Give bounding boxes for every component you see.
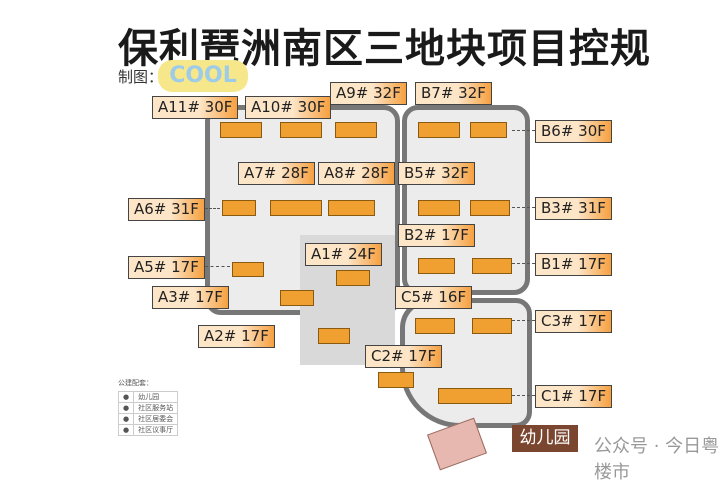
building (270, 200, 322, 216)
leader-line (512, 130, 535, 131)
label-b1: B1# 17F (535, 253, 612, 276)
label-c2: C2# 17F (365, 345, 443, 368)
building (222, 200, 256, 216)
leader-line (512, 395, 535, 396)
label-a6: A6# 31F (128, 198, 205, 221)
building (418, 200, 460, 216)
credit-label: 制图： (118, 68, 164, 86)
building (280, 122, 322, 138)
label-b6: B6# 30F (535, 120, 612, 143)
label-a8: A8# 28F (318, 162, 395, 185)
legend-heading: 公建配套： (118, 379, 153, 387)
watermark: 公众号 · 今日粤楼市 (594, 436, 720, 483)
label-c3: C3# 17F (535, 310, 613, 333)
building (335, 122, 377, 138)
building (472, 258, 512, 274)
label-b5: B5# 32F (398, 162, 475, 185)
building (470, 200, 510, 216)
legend-item: 社区服务站 (133, 402, 179, 414)
building (418, 258, 455, 274)
label-a3: A3# 17F (152, 286, 229, 309)
label-a9: A9# 32F (330, 82, 407, 105)
building (415, 318, 455, 334)
building (470, 122, 507, 138)
building (220, 122, 262, 138)
label-b2: B2# 17F (398, 224, 475, 247)
leader-line (512, 320, 535, 321)
building (438, 388, 512, 404)
leader-line (205, 266, 230, 267)
leader-line (205, 208, 220, 209)
label-b3: B3# 31F (535, 197, 612, 220)
label-a7: A7# 28F (238, 162, 315, 185)
cool-logo: COOL (158, 60, 248, 92)
building (418, 122, 460, 138)
kindergarten-label: 幼儿园 (512, 425, 578, 452)
facility-legend: 公建配套： ●幼儿园 ●社区服务站 ●社区居委会 ●社区议事厅 (117, 378, 179, 436)
building (318, 328, 350, 344)
building (378, 372, 414, 388)
label-a2: A2# 17F (198, 325, 275, 348)
building (328, 200, 375, 216)
label-a10: A10# 30F (245, 96, 332, 119)
label-c1: C1# 17F (535, 385, 613, 408)
label-a5: A5# 17F (128, 256, 205, 279)
label-b7: B7# 32F (415, 82, 492, 105)
leader-line (512, 207, 535, 208)
building (280, 290, 314, 306)
legend-item: 幼儿园 (133, 391, 179, 403)
building (336, 270, 370, 286)
legend-item: 社区议事厅 (133, 424, 179, 436)
legend-item: 社区居委会 (133, 413, 179, 425)
label-a11: A11# 30F (152, 96, 239, 119)
leader-line (512, 263, 535, 264)
building (232, 262, 264, 277)
label-a1: A1# 24F (305, 243, 382, 266)
label-c5: C5# 16F (395, 286, 473, 309)
building (472, 318, 512, 334)
